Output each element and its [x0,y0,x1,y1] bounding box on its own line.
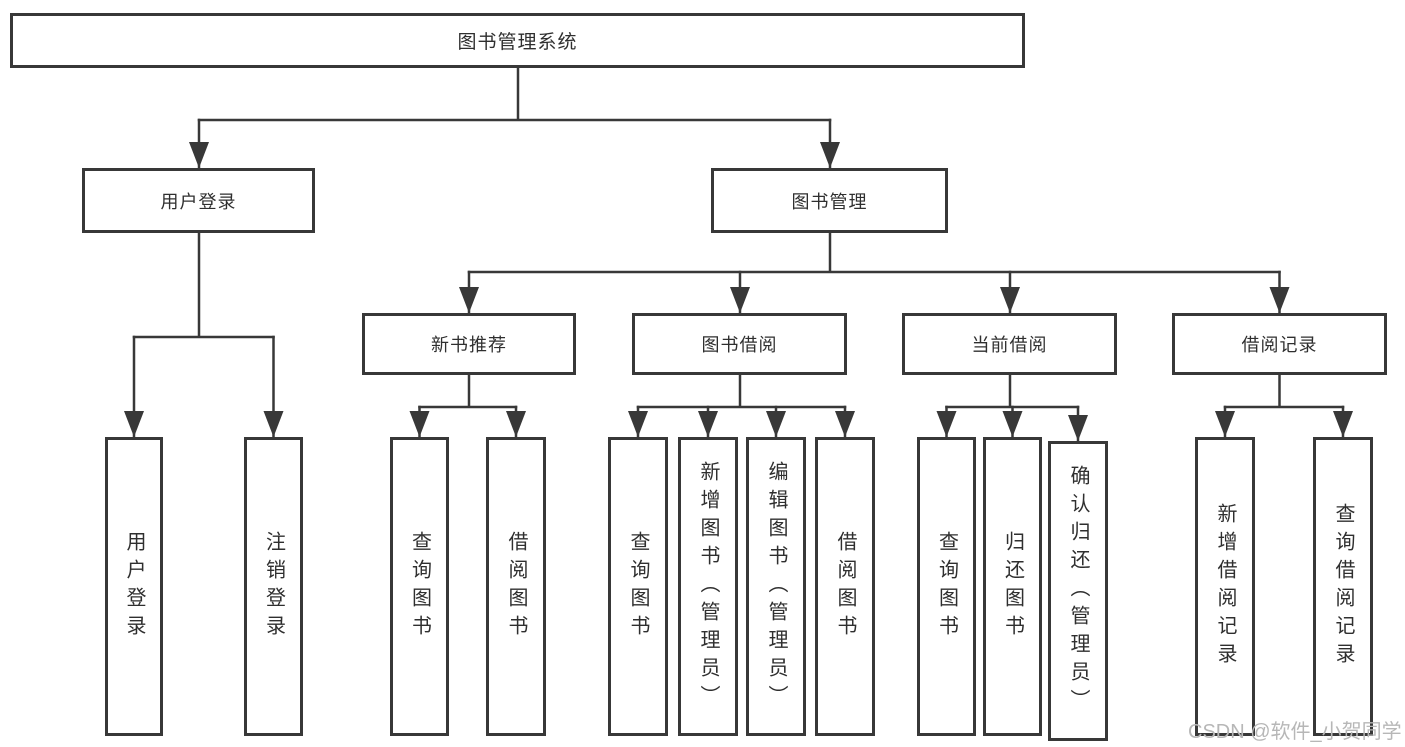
leaf-br-add-record: 新增借阅记录 [1195,437,1255,736]
leaf-bb-borrow-books-label: 借阅图书 [834,530,856,643]
leaf-user-login-label: 用户登录 [123,530,145,643]
node-root-system: 图书管理系统 [10,13,1025,68]
node-user-login: 用户登录 [82,168,315,233]
node-current-borrowing: 当前借阅 [902,313,1117,375]
node-borrowing-records-label: 借阅记录 [1241,335,1318,355]
node-book-management-label: 图书管理 [791,191,868,212]
leaf-logout: 注销登录 [244,437,303,736]
leaf-cb-confirm-return-label: 确认归还（管理员） [1067,465,1089,717]
leaf-bb-query-books-label: 查询图书 [627,530,649,643]
leaf-cb-query-books: 查询图书 [917,437,976,736]
leaf-cb-query-books-label: 查询图书 [935,530,958,643]
leaf-cb-return-books-label: 归还图书 [1001,530,1024,643]
leaf-cb-confirm-return: 确认归还（管理员） [1048,441,1108,741]
connector-borrowing-records-children [1215,373,1353,437]
leaf-bb-add-books-label: 新增图书（管理员） [697,460,719,713]
node-book-borrowing: 图书借阅 [632,313,847,375]
node-new-book-recommend-label: 新书推荐 [431,335,507,355]
node-current-borrowing-label: 当前借阅 [971,335,1048,355]
connector-new-book-recommend-children [409,373,526,437]
node-user-login-label: 用户登录 [160,191,237,212]
leaf-nr-query-books: 查询图书 [390,437,449,736]
leaf-bb-edit-books: 编辑图书（管理员） [746,437,806,736]
leaf-br-query-record-label: 查询借阅记录 [1332,502,1354,671]
leaf-nr-query-books-label: 查询图书 [408,530,431,643]
connector-book-borrowing-children [628,373,855,437]
leaf-bb-edit-books-label: 编辑图书（管理员） [765,460,787,713]
leaf-br-query-record: 查询借阅记录 [1313,437,1373,736]
node-new-book-recommend: 新书推荐 [362,313,576,375]
node-book-borrowing-label: 图书借阅 [701,335,778,355]
leaf-nr-borrow-books: 借阅图书 [486,437,546,736]
leaf-bb-add-books: 新增图书（管理员） [678,437,738,736]
connector-book-management-children [459,231,1290,313]
connector-root-to-level2 [189,66,840,168]
leaf-logout-label: 注销登录 [262,530,285,643]
connector-current-borrowing-children [936,373,1088,441]
node-borrowing-records: 借阅记录 [1172,313,1387,375]
leaf-nr-borrow-books-label: 借阅图书 [505,530,527,643]
leaf-cb-return-books: 归还图书 [983,437,1042,736]
leaf-bb-query-books: 查询图书 [608,437,668,736]
leaf-br-add-record-label: 新增借阅记录 [1214,502,1236,671]
leaf-user-login: 用户登录 [105,437,163,736]
node-book-management: 图书管理 [711,168,948,233]
connector-user-login-children [124,231,284,437]
node-root-label: 图书管理系统 [457,32,578,53]
leaf-bb-borrow-books: 借阅图书 [815,437,875,736]
csdn-watermark: CSDN @软件_小贺同学 [1188,721,1402,743]
